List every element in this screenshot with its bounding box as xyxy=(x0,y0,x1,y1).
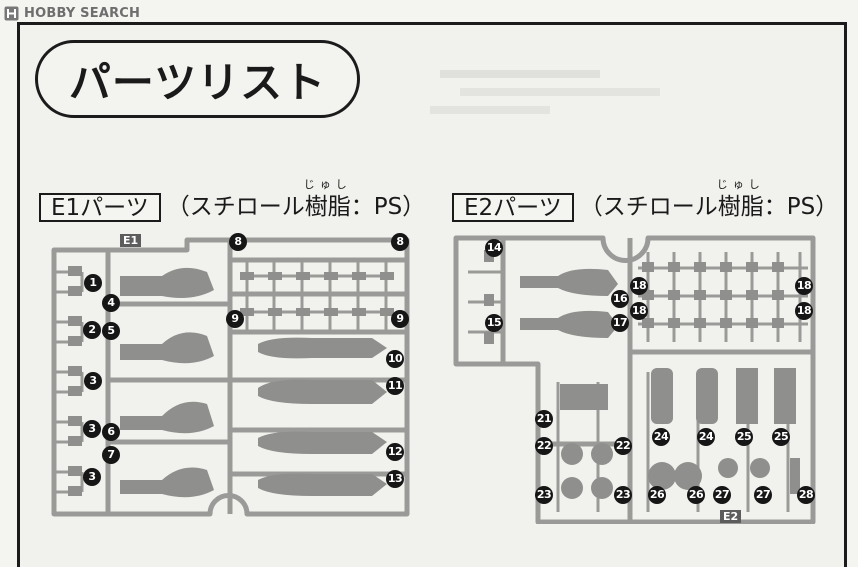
print-through xyxy=(420,70,720,130)
watermark-h-icon xyxy=(4,6,19,20)
material-kanji-text-e1: 樹脂 xyxy=(304,194,351,220)
runner-tag-e1: E1 xyxy=(120,234,142,247)
material-kanji-text-e2: 樹脂 xyxy=(717,194,764,220)
part-label-e2: E2パーツ xyxy=(452,193,574,222)
material-close-e1: ：PS） xyxy=(350,194,426,220)
part-label-e1: E1パーツ xyxy=(39,193,161,222)
material-close-e2: ：PS） xyxy=(763,194,839,220)
material-open-e2: （スチロール xyxy=(579,194,718,220)
runner-e2-diagram xyxy=(453,235,816,524)
watermark-text: HOBBY SEARCH xyxy=(24,5,141,21)
material-e1: （スチロールじゅし樹脂：PS） xyxy=(166,179,426,222)
page-title: パーツリスト xyxy=(35,40,360,118)
material-ruby-e1: じゅし xyxy=(303,178,352,191)
material-open-e1: （スチロール xyxy=(166,194,305,220)
material-kanji-e2: じゅし樹脂 xyxy=(717,179,764,222)
material-ruby-e2: じゅし xyxy=(716,178,765,191)
runner-tag-e2: E2 xyxy=(720,510,742,523)
section-e2-heading: E2パーツ （スチロールじゅし樹脂：PS） xyxy=(452,179,839,222)
section-e1-heading: E1パーツ （スチロールじゅし樹脂：PS） xyxy=(39,179,426,222)
material-e2: （スチロールじゅし樹脂：PS） xyxy=(579,179,839,222)
watermark-logo: HOBBY SEARCH xyxy=(4,3,140,23)
material-kanji-e1: じゅし樹脂 xyxy=(304,179,351,222)
runner-e1-diagram xyxy=(51,237,410,517)
